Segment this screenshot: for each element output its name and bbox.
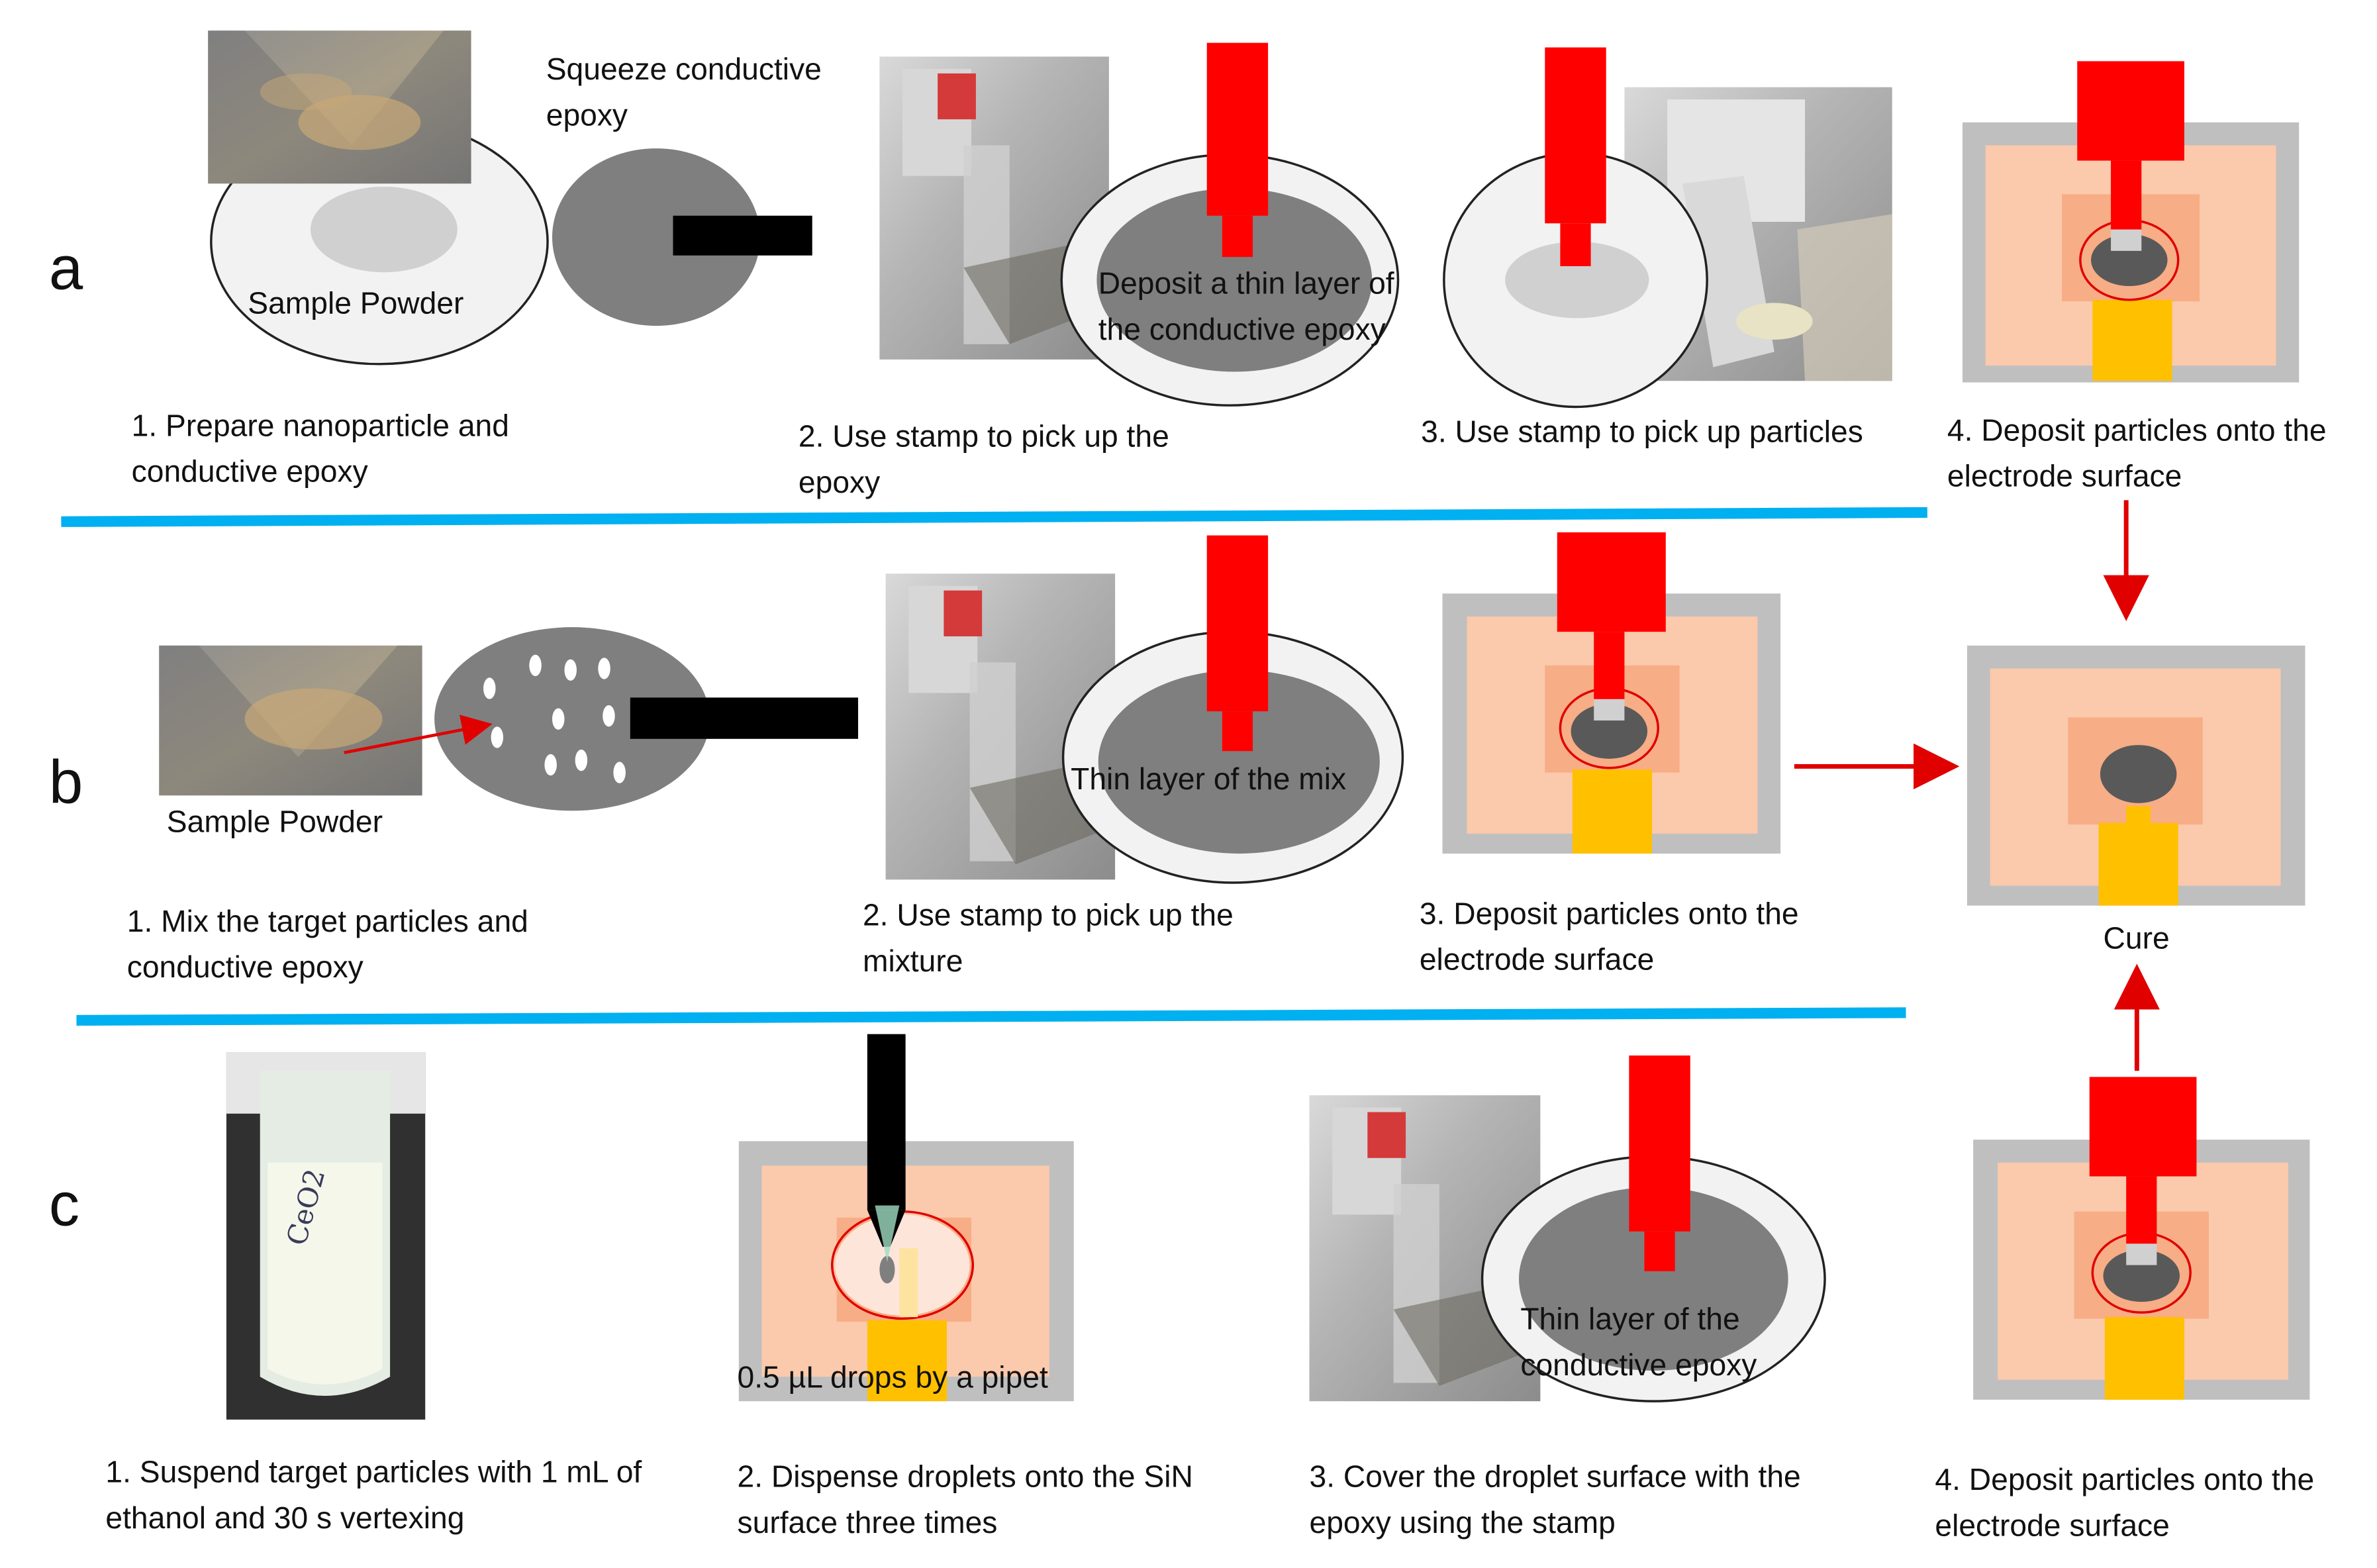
step-c3-caption: 3. Cover the droplet surface with the ep… (1309, 1461, 1801, 1541)
electrode-b3 (1442, 532, 1781, 854)
row-label-c: c (48, 1171, 80, 1240)
step-b3-caption: 3. Deposit particles onto the electrode … (1419, 898, 1799, 978)
epoxy-layer-c3 (1519, 1187, 1788, 1371)
row-label-b: b (48, 749, 83, 817)
powder-spot-a3 (1505, 242, 1649, 318)
arrow-powder-to-mix (344, 714, 493, 754)
epoxy-blob-a (552, 148, 761, 326)
stamp-c3-tip (1644, 1231, 1675, 1271)
pipet-body (867, 1034, 906, 1210)
electrode-cure (1966, 645, 2305, 906)
thin-layer-epoxy-text: Thin layer of the conductive epoxy (1520, 1303, 1757, 1383)
epoxy-layer-a2 (1096, 188, 1373, 372)
stamp-b2-head (1206, 535, 1269, 712)
step-c1-caption: 1. Suspend target particles with 1 mL of… (105, 1456, 642, 1536)
deposit-thin-layer-text: Deposit a thin layer of the conductive e… (1098, 268, 1394, 348)
step-c4-caption: 4. Deposit particles onto the electrode … (1935, 1463, 2315, 1544)
step-c2-caption: 2. Dispense droplets onto the SiN surfac… (737, 1461, 1193, 1541)
electrode-c4 (1973, 1077, 2310, 1400)
stamp-c4-tip (2126, 1176, 2157, 1244)
stamp-c3-head (1629, 1055, 1690, 1232)
stamp-c4-head (2089, 1077, 2197, 1177)
row-a (208, 30, 2300, 409)
stamp-b2-tip (1222, 711, 1253, 752)
step-a1-caption: 1. Prepare nanoparticle and conductive e… (131, 410, 509, 490)
step-b1-caption: 1. Mix the target particles and conducti… (126, 905, 528, 985)
cure-label: Cure (2103, 922, 2170, 956)
row-b (159, 532, 2305, 906)
epoxy-tube-a (673, 215, 812, 256)
mix-layer-b2 (1098, 669, 1380, 854)
lab-photo-c3 (1309, 1095, 1541, 1402)
pipet-drops-text: 0.5 µL drops by a pipet (737, 1361, 1048, 1395)
powder-photo-a1 (208, 30, 471, 184)
lab-photo-a3 (1624, 87, 1892, 381)
divider-ab (61, 507, 1927, 527)
sample-powder-label-b: Sample Powder (166, 806, 383, 840)
sample-powder-label-a: Sample Powder (248, 287, 464, 322)
stamp-b3-tip (1594, 632, 1625, 699)
stamp-a3-tip (1560, 223, 1591, 266)
mix-blob-b (434, 627, 710, 811)
step-b2-caption: 2. Use stamp to pick up the mixture (862, 899, 1234, 979)
powder-spot-a1 (310, 186, 458, 273)
thin-layer-mix-text: Thin layer of the mix (1071, 763, 1347, 797)
stamp-a4-head (2077, 61, 2184, 161)
stamp-a2-head (1206, 42, 1269, 216)
powder-photo-b (159, 645, 422, 796)
step-a4-caption: 4. Deposit particles onto the electrode … (1947, 415, 2327, 495)
stamp-a3-head (1545, 47, 1606, 224)
electrode-a4 (1962, 61, 2300, 383)
tube-photo-c1 (226, 1052, 426, 1420)
stamp-b3-head (1557, 532, 1666, 632)
stamp-a4-tip (2111, 160, 2142, 230)
chip-c2 (738, 1034, 1074, 1402)
stamp-a2-tip (1222, 215, 1253, 258)
lab-photo-b2 (885, 573, 1116, 880)
epoxy-tube-b (630, 697, 859, 739)
row-label-a: a (48, 235, 83, 303)
squeeze-epoxy-text: Squeeze conductive epoxy (546, 53, 822, 133)
step-a2-caption: 2. Use stamp to pick up the epoxy (798, 420, 1169, 501)
particles-b (483, 654, 626, 783)
divider-bc (76, 1007, 1906, 1026)
step-a3-caption: 3. Use stamp to pick up particles (1421, 416, 1863, 450)
row-c (226, 1034, 2310, 1420)
